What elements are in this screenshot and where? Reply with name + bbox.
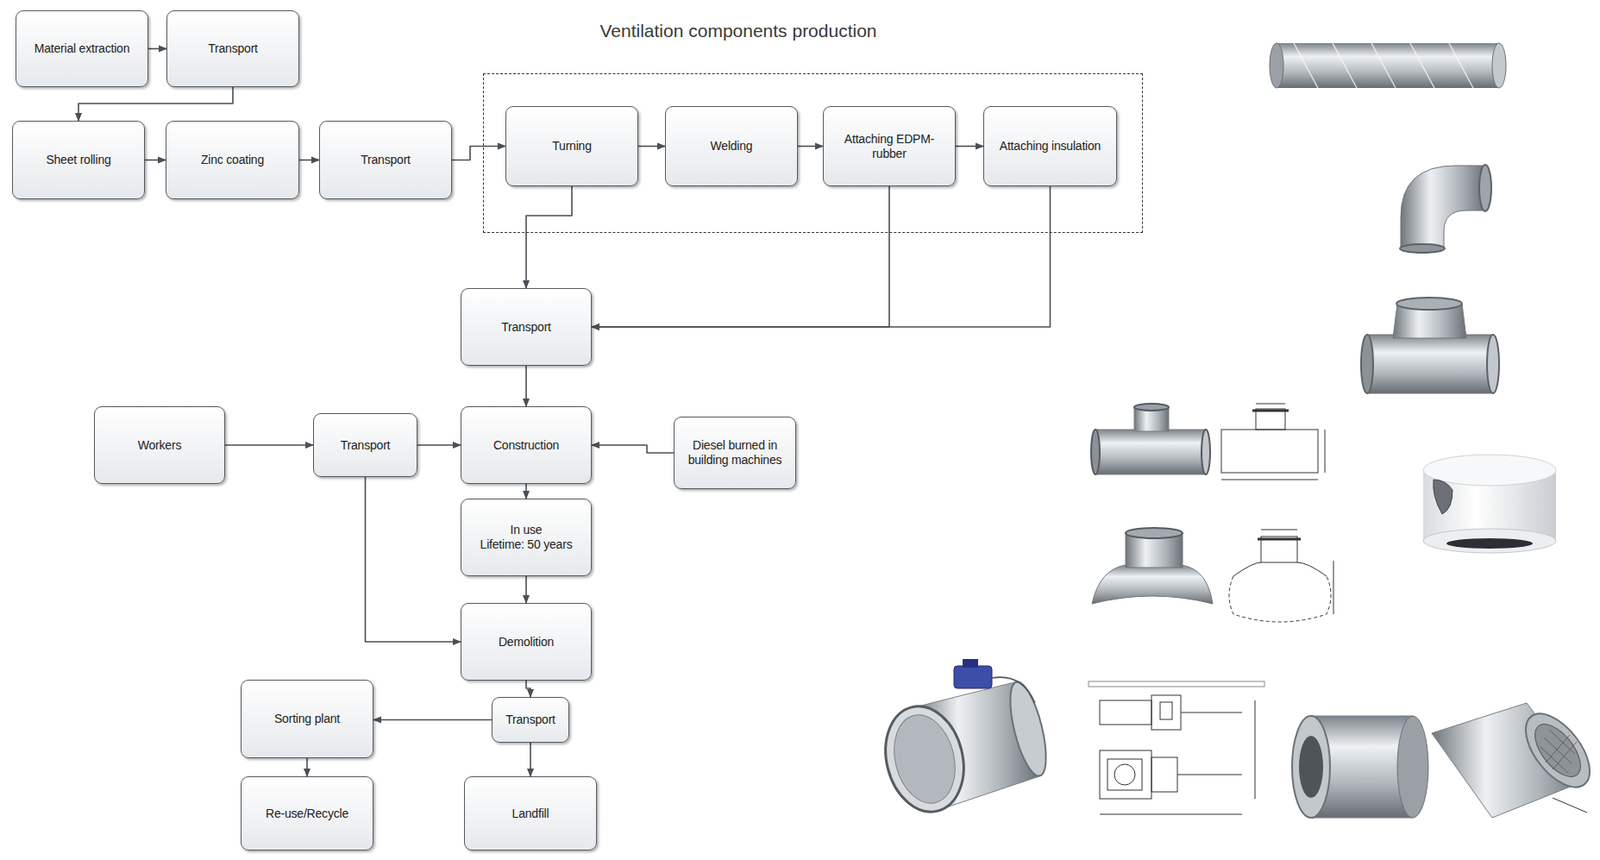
box-label: Workers xyxy=(138,438,182,453)
box-label: Transport xyxy=(340,438,391,453)
process-box: Transport xyxy=(313,413,418,477)
process-box: Sheet rolling xyxy=(12,120,145,200)
process-box: Attaching EDPM-rubber xyxy=(822,106,956,187)
process-box: Transport xyxy=(319,120,452,200)
process-box: Attaching insulation xyxy=(983,106,1117,187)
process-box: Landfill xyxy=(464,776,597,851)
tee-photo xyxy=(1091,403,1211,475)
flow-arrow xyxy=(526,186,572,289)
process-box: Diesel burned in building machines xyxy=(673,416,797,490)
process-box: Turning xyxy=(505,106,639,187)
process-box: Transport xyxy=(166,10,300,88)
flow-arrow xyxy=(148,48,167,51)
damper-drawing xyxy=(1088,681,1265,815)
spiral-duct xyxy=(1269,43,1506,88)
process-box: Zinc coating xyxy=(165,120,300,200)
flow-arrow xyxy=(365,476,462,642)
saddle-drawing xyxy=(1229,529,1334,622)
flow-arrow xyxy=(78,87,233,121)
flow-arrow xyxy=(955,145,984,148)
process-box: Sorting plant xyxy=(240,679,374,759)
duct-silencers xyxy=(1292,702,1600,818)
duct-elbow xyxy=(1399,164,1492,253)
flow-arrow xyxy=(373,719,492,722)
box-label: Demolition xyxy=(498,634,554,650)
flow-arrow xyxy=(306,758,308,777)
flow-arrow xyxy=(591,186,1051,327)
flow-arrow xyxy=(525,483,528,499)
flow-arrow xyxy=(591,186,890,327)
flow-arrow xyxy=(417,444,461,446)
flow-arrow xyxy=(591,445,674,453)
flow-arrow xyxy=(526,680,531,697)
process-box: Welding xyxy=(665,106,798,187)
process-box: Workers xyxy=(94,406,226,484)
box-label: Transport xyxy=(207,41,258,57)
box-label: Attaching insulation xyxy=(999,138,1101,154)
flow-arrow xyxy=(638,145,666,148)
box-label: Welding xyxy=(710,138,753,154)
process-box: In useLifetime: 50 years xyxy=(460,498,592,577)
box-label: Construction xyxy=(493,438,559,453)
box-label: Transport xyxy=(505,712,556,728)
box-label: Sorting plant xyxy=(274,711,340,727)
box-label: Zinc coating xyxy=(200,152,264,168)
tee-drawing xyxy=(1221,403,1325,480)
group-region: Ventilation components productionTurning… xyxy=(483,73,1143,233)
box-label: Diesel burned in building machines xyxy=(681,438,789,468)
process-box: Construction xyxy=(460,406,592,484)
box-label: Turning xyxy=(552,138,592,154)
flow-arrow xyxy=(225,444,314,446)
flow-arrow xyxy=(451,146,506,161)
box-label: Lifetime: 50 years xyxy=(480,537,573,553)
box-label: Transport xyxy=(360,152,411,168)
duct-damper xyxy=(874,658,1054,821)
box-label: Material extraction xyxy=(34,41,131,57)
process-box: Demolition xyxy=(460,602,592,681)
flow-arrow xyxy=(797,145,823,148)
ceiling-diffuser xyxy=(1423,454,1557,553)
box-label: Sheet rolling xyxy=(45,152,111,168)
flow-arrow xyxy=(144,159,166,162)
flow-arrow xyxy=(299,159,320,162)
process-box: Material extraction xyxy=(15,10,149,88)
saddle-photo xyxy=(1091,527,1213,604)
box-label: Attaching EDPM-rubber xyxy=(830,131,948,162)
process-box: Transport xyxy=(460,288,592,366)
flow-arrow xyxy=(525,365,528,407)
duct-tee xyxy=(1361,297,1500,394)
process-box: Transport xyxy=(491,696,570,743)
process-box: Re-use/Recycle xyxy=(240,776,374,851)
box-label: In use xyxy=(510,522,543,538)
box-label: Transport xyxy=(501,320,552,335)
box-label: Landfill xyxy=(512,806,550,822)
flow-arrow xyxy=(525,576,528,603)
group-heading: Ventilation components production xyxy=(535,20,942,42)
flow-arrow xyxy=(529,742,532,777)
box-label: Re-use/Recycle xyxy=(265,806,349,822)
